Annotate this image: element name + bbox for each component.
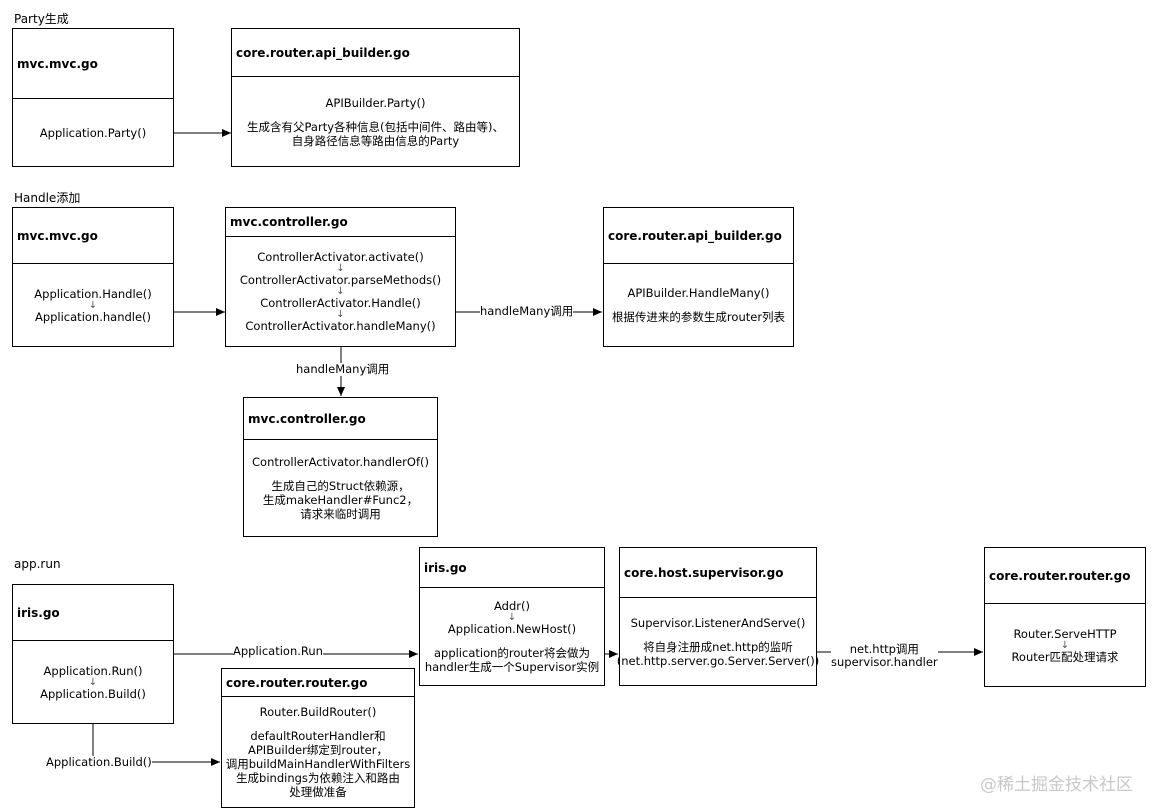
text-line: APIBuilder绑定到router， [248, 743, 388, 757]
box-router-buildrouter: core.router.router.go Router.BuildRouter… [221, 668, 415, 808]
edge-label-handlemany-right: handleMany调用 [480, 304, 574, 318]
text-line: APIBuilder.Party() [325, 95, 426, 110]
text-line: Router.ServeHTTP [1013, 626, 1117, 641]
text-line: ControllerActivator.parseMethods() [239, 273, 442, 287]
edge-label-application-run: Application.Run [233, 644, 323, 658]
box-title: iris.go [13, 585, 173, 641]
box-mvc-mvc-handle: mvc.mvc.go Application.Handle() ↓ Applic… [12, 207, 174, 347]
edge-label-handlemany-down: handleMany调用 [296, 362, 390, 376]
section-label-run: app.run [14, 557, 61, 571]
box-title: core.router.router.go [985, 548, 1145, 604]
down-arrow-icon: ↓ [336, 286, 345, 297]
box-router-servehttp: core.router.router.go Router.ServeHTTP ↓… [984, 547, 1146, 687]
box-body: Router.BuildRouter() defaultRouterHandle… [222, 697, 414, 807]
box-title: mvc.mvc.go [13, 208, 173, 264]
text-line: application的router将会做为 [433, 646, 591, 660]
box-body: Addr() ↓ Application.NewHost() applicati… [420, 588, 604, 685]
text-line: 根据传进来的参数生成router列表 [611, 310, 786, 324]
box-body: Application.Party() [13, 99, 173, 166]
box-iris-newhost: iris.go Addr() ↓ Application.NewHost() a… [419, 547, 605, 686]
down-arrow-icon: ↓ [1060, 639, 1070, 651]
box-title: core.router.api_builder.go [604, 208, 793, 264]
text-line: APIBuilder.HandleMany() [627, 286, 770, 300]
box-controller-activate: mvc.controller.go ControllerActivator.ac… [225, 207, 456, 347]
box-body: Supervisor.ListenerAndServe() 将自身注册成net.… [617, 598, 820, 685]
box-body: APIBuilder.HandleMany() 根据传进来的参数生成router… [604, 264, 793, 346]
text-line: 调用buildMainHandlerWithFilters [225, 757, 411, 771]
box-iris-run: iris.go Application.Run() ↓ Application.… [12, 584, 174, 724]
text-line: Router匹配处理请求 [1011, 649, 1119, 664]
text-line: 将自身注册成net.http的监听 [643, 639, 793, 654]
text-line: 自身路径信息等路由信息的Party [291, 133, 460, 148]
text-line: ControllerActivator.Handle() [260, 296, 421, 310]
box-body: ControllerActivator.activate() ↓ Control… [226, 237, 455, 346]
box-title: core.router.api_builder.go [232, 29, 519, 77]
edge-label-application-build: Application.Build() [46, 755, 152, 769]
text-line: Supervisor.ListenerAndServe() [630, 615, 806, 630]
text-line: Application.Build() [40, 686, 146, 701]
section-label-party: Party生成 [14, 12, 69, 26]
down-arrow-icon: ↓ [507, 612, 517, 623]
text-line: (net.http.server.go.Server.Server()) [616, 653, 820, 668]
down-arrow-icon: ↓ [88, 676, 98, 688]
section-label-handle: Handle添加 [14, 191, 81, 205]
text-line: Application.handle() [34, 309, 152, 324]
text-line: ControllerActivator.handlerOf() [252, 455, 429, 469]
box-title: mvc.mvc.go [13, 29, 173, 99]
box-body: Application.Handle() ↓ Application.handl… [13, 264, 173, 346]
text-line: handler生成一个Supervisor实例 [424, 660, 600, 674]
text-line: Application.Party() [39, 125, 147, 140]
text-line: 生成bindings为依赖注入和路由 [236, 771, 400, 785]
box-api-builder-party: core.router.api_builder.go APIBuilder.Pa… [231, 28, 520, 167]
text-line: 生成含有父Party各种信息(包括中间件、路由等)、 [247, 119, 504, 134]
box-title: core.host.supervisor.go [620, 548, 816, 598]
text-line: Application.Handle() [34, 286, 152, 301]
text-line: 生成makeHandler#Func2， [262, 493, 419, 507]
text-line: Application.Run() [43, 663, 143, 678]
box-host-supervisor: core.host.supervisor.go Supervisor.Liste… [617, 547, 820, 686]
text-line: ControllerActivator.activate() [257, 250, 424, 264]
down-arrow-icon: ↓ [88, 299, 98, 311]
box-body: ControllerActivator.handlerOf() 生成自己的Str… [244, 440, 437, 536]
text-line: 处理做准备 [289, 785, 347, 799]
down-arrow-icon: ↓ [336, 309, 345, 320]
text-line: Application.NewHost() [447, 622, 577, 636]
text-line: Addr() [494, 599, 530, 613]
text-line: 生成自己的Struct依赖源， [271, 479, 410, 493]
edge-label-net-http: net.http调用 supervisor.handler [831, 642, 938, 669]
box-body: Router.ServeHTTP ↓ Router匹配处理请求 [985, 604, 1145, 686]
box-title: iris.go [420, 548, 604, 588]
text-line: defaultRouterHandler和 [250, 729, 386, 743]
box-body: Application.Run() ↓ Application.Build() [13, 641, 173, 723]
text-line: ControllerActivator.handleMany() [245, 319, 436, 333]
box-body: APIBuilder.Party() 生成含有父Party各种信息(包括中间件、… [232, 77, 519, 166]
box-title: mvc.controller.go [244, 398, 437, 440]
box-controller-handlerof: mvc.controller.go ControllerActivator.ha… [243, 397, 438, 537]
text-line: Router.BuildRouter() [259, 705, 377, 719]
down-arrow-icon: ↓ [336, 263, 345, 274]
box-api-builder-handlemany: core.router.api_builder.go APIBuilder.Ha… [603, 207, 794, 347]
watermark: @稀土掘金技术社区 [980, 775, 1133, 795]
box-title: core.router.router.go [222, 669, 414, 697]
box-title: mvc.controller.go [226, 208, 455, 237]
box-mvc-mvc-party: mvc.mvc.go Application.Party() [12, 28, 174, 167]
text-line: 请求来临时调用 [300, 507, 381, 521]
